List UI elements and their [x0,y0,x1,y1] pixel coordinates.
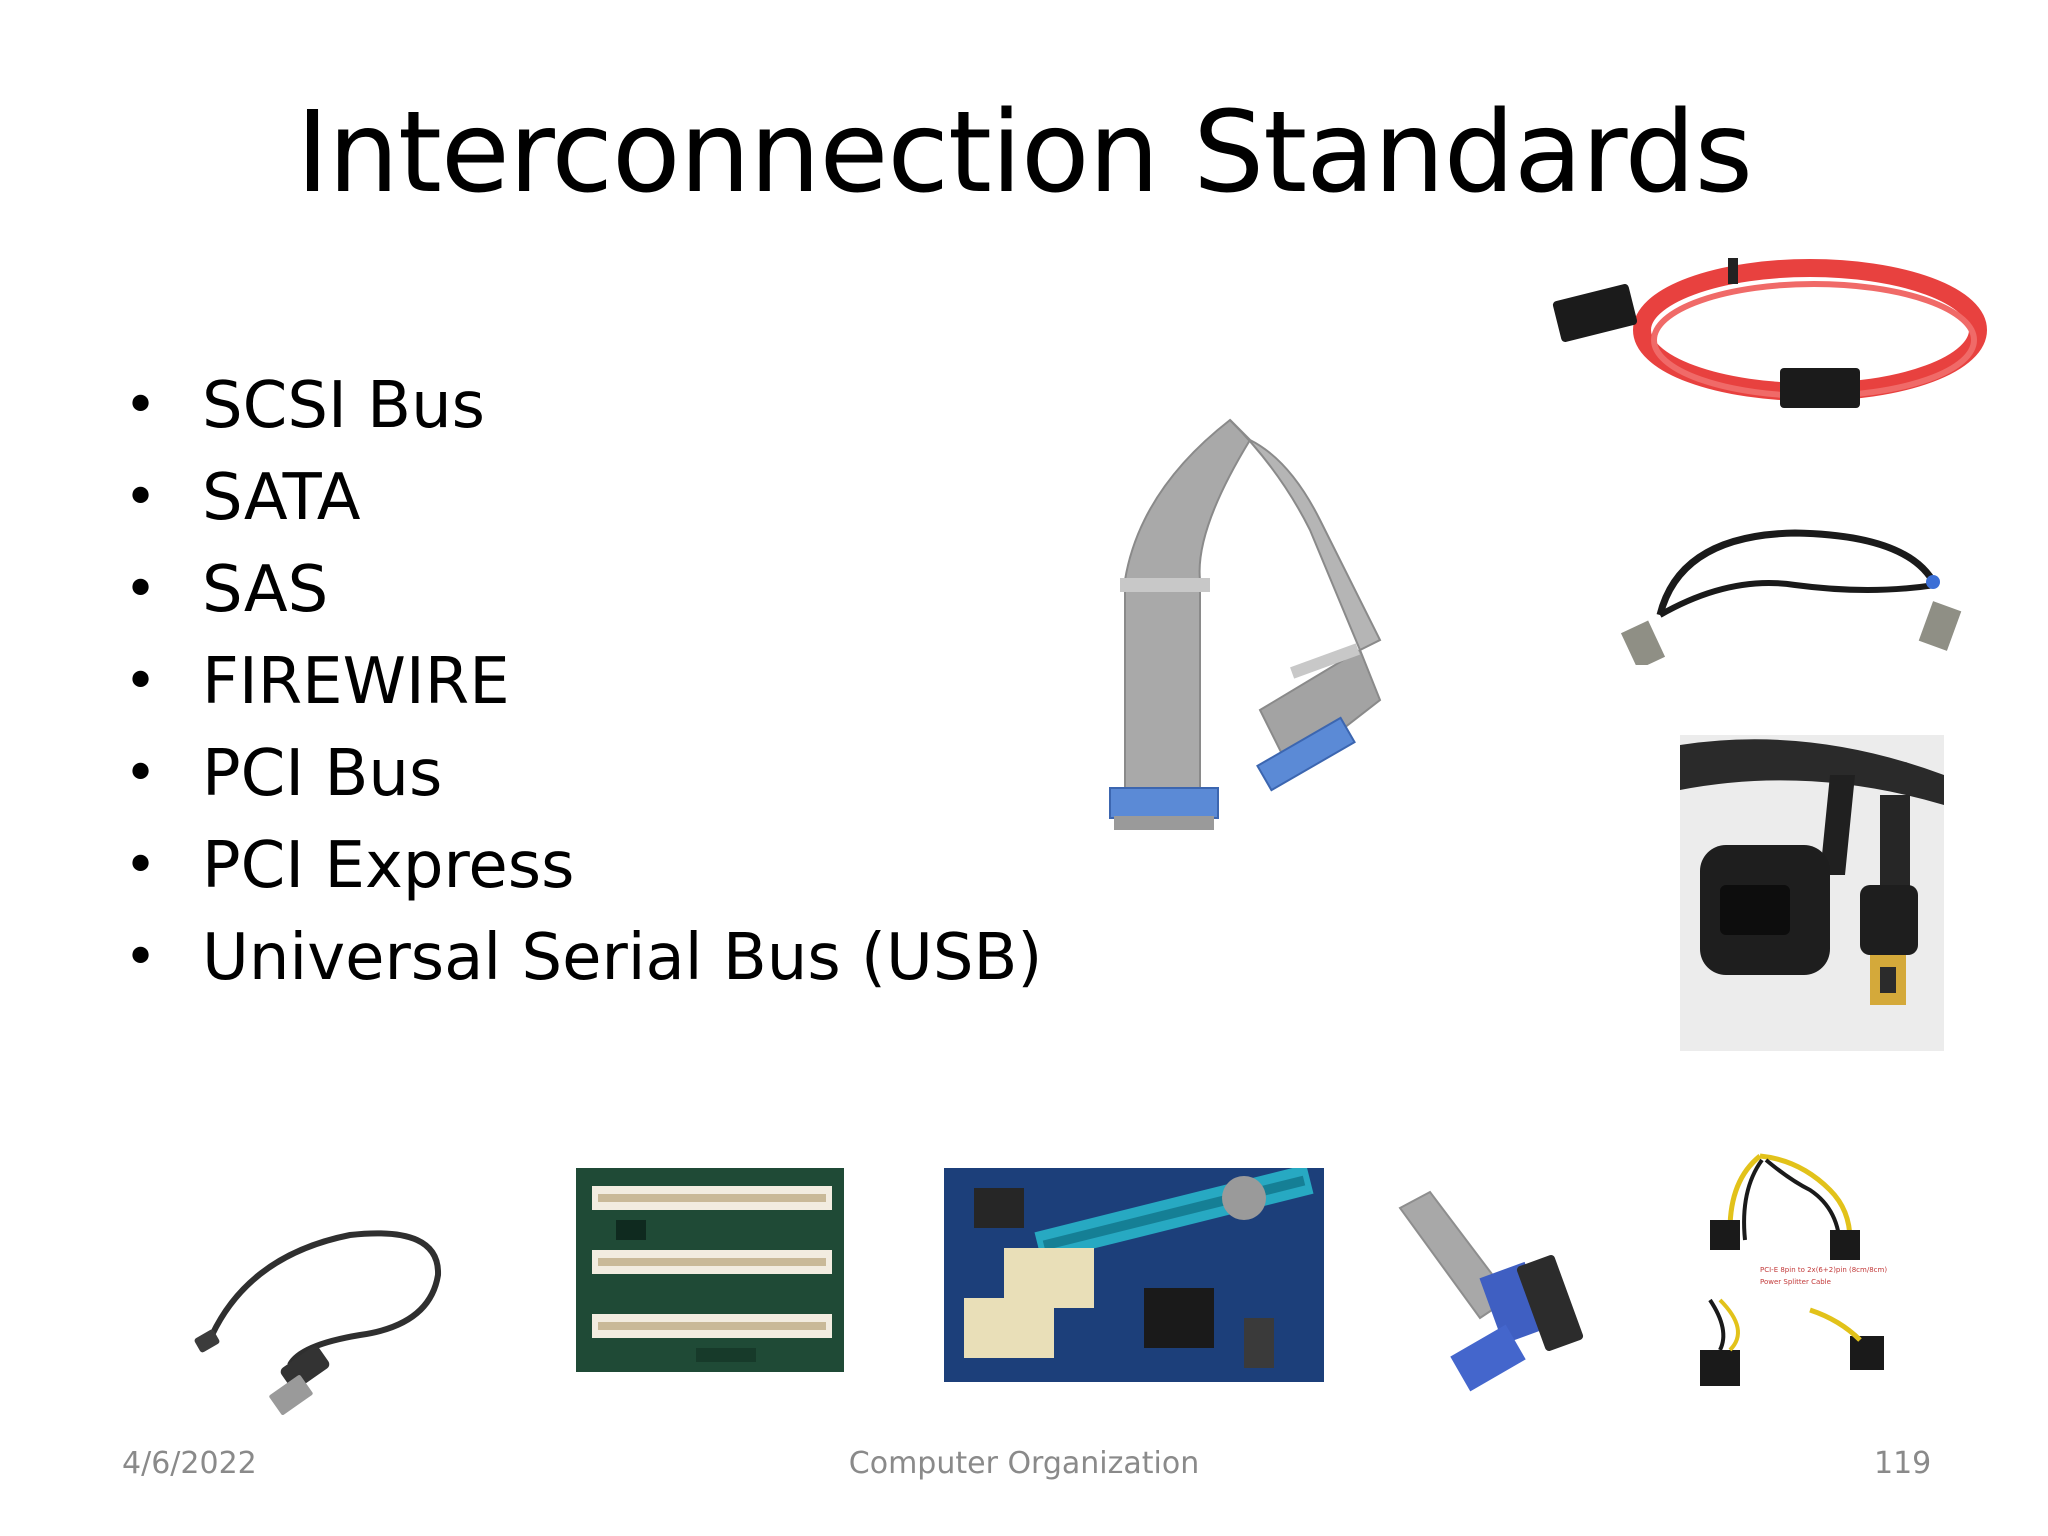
sata-cable-image [1552,258,1987,408]
bullet-list: •SCSI Bus •SATA •SAS •FIREWIRE •PCI Bus … [118,360,1042,1004]
power-splitter-cable-image: PCI-E 8pin to 2x(6+2)pin (8cm/8cm) Power… [1700,1153,1887,1386]
footer-title: Computer Organization [848,1446,1200,1481]
bullet-item: •SCSI Bus [124,369,485,443]
power-splitter-caption: PCI-E 8pin to 2x(6+2)pin (8cm/8cm) [1760,1266,1887,1274]
sas-cable-image [1620,529,1962,665]
bullet-item: •Universal Serial Bus (USB) [124,921,1043,995]
bullet-item: •FIREWIRE [124,645,510,719]
bullet-item: •SAS [124,553,329,627]
bullet-text: SCSI Bus [202,369,485,443]
bullet-text: SAS [202,553,329,627]
bullet-item: •PCI Express [124,829,575,903]
pci-slots-image [576,1168,844,1372]
bullet-text: PCI Express [202,829,575,903]
footer-date: 4/6/2022 [122,1446,257,1481]
bullet-text: PCI Bus [202,737,443,811]
firewire-connector-image [1680,735,1944,1051]
bullet-item: •PCI Bus [124,737,443,811]
scsi-ribbon-cable-image [1109,418,1382,830]
slide-title: Interconnection Standards [296,88,1753,218]
pci-riser-cable-image [1398,1190,1584,1392]
pci-express-slots-image [944,1168,1324,1382]
bullet-text: FIREWIRE [202,645,510,719]
page-number: 119 [1874,1446,1932,1481]
power-splitter-caption-2: Power Splitter Cable [1760,1278,1831,1286]
bullet-text: Universal Serial Bus (USB) [202,921,1043,995]
usb-cable-image [194,1230,442,1415]
bullet-text: SATA [202,461,361,535]
bullet-item: •SATA [124,461,361,535]
